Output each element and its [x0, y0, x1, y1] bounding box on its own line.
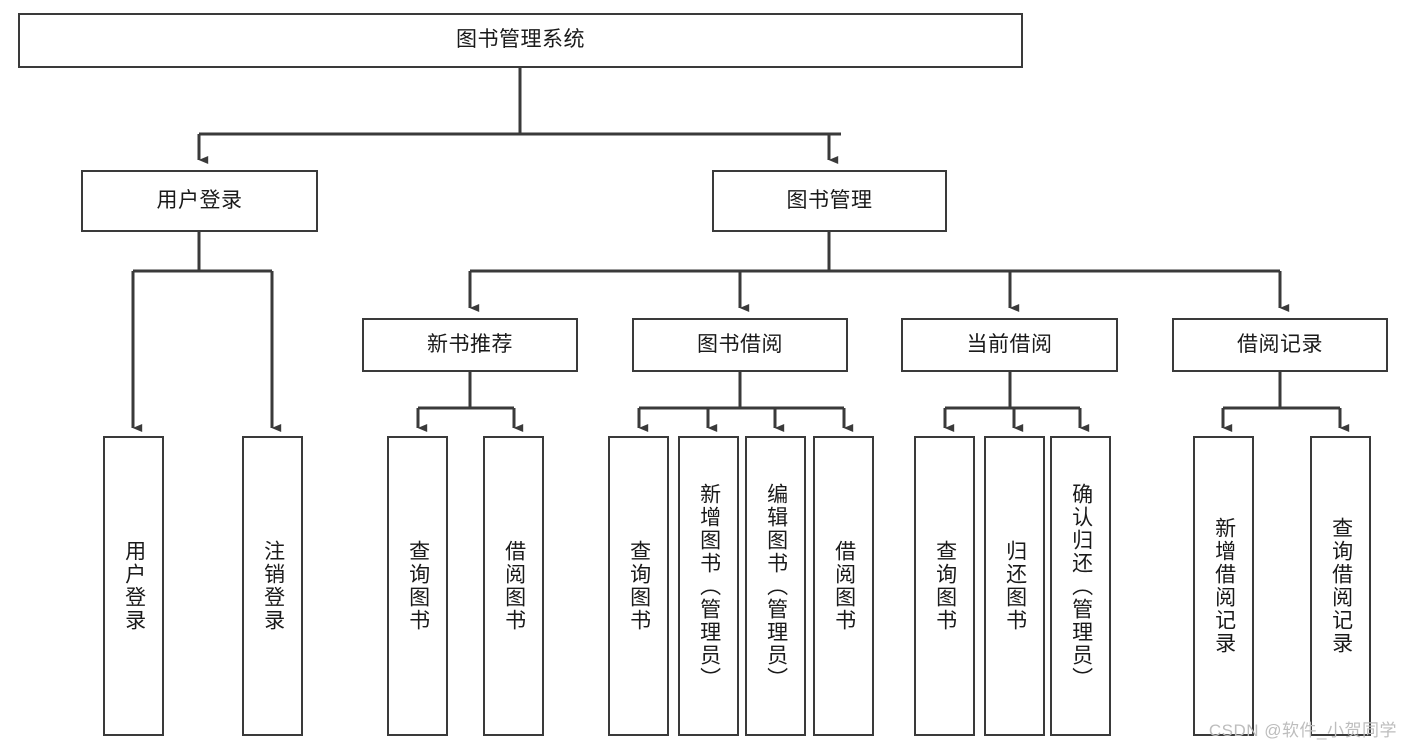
leaf-query-borrow-record-label: 查询借阅记录 [1329, 517, 1353, 655]
leaf-borrow-book-label: 借阅图书 [832, 540, 856, 632]
leaf-query-book-recommend[interactable]: 查询图书 [387, 436, 448, 736]
node-current-borrow-label: 当前借阅 [966, 332, 1053, 356]
leaf-query-book-current[interactable]: 查询图书 [914, 436, 975, 736]
leaf-logout-label: 注销登录 [261, 540, 285, 632]
leaf-user-login[interactable]: 用户登录 [103, 436, 164, 736]
node-root[interactable]: 图书管理系统 [18, 13, 1023, 68]
leaf-query-book-recommend-label: 查询图书 [406, 540, 430, 632]
leaf-return-book-label: 归还图书 [1003, 540, 1027, 632]
node-borrow-record-label: 借阅记录 [1237, 332, 1323, 356]
leaf-confirm-return-admin[interactable]: 确认归还（管理员） [1050, 436, 1111, 736]
leaf-borrow-book-recommend-label: 借阅图书 [502, 540, 526, 632]
leaf-confirm-return-admin-label: 确认归还（管理员） [1069, 482, 1093, 690]
node-borrow-record[interactable]: 借阅记录 [1172, 318, 1388, 372]
node-user-login[interactable]: 用户登录 [81, 170, 318, 232]
node-book-management[interactable]: 图书管理 [712, 170, 947, 232]
leaf-edit-book-admin[interactable]: 编辑图书（管理员） [745, 436, 806, 736]
leaf-logout[interactable]: 注销登录 [242, 436, 303, 736]
node-book-borrow[interactable]: 图书借阅 [632, 318, 848, 372]
node-new-book-recommend-label: 新书推荐 [427, 332, 513, 356]
node-root-label: 图书管理系统 [456, 28, 585, 52]
leaf-add-book-admin[interactable]: 新增图书（管理员） [678, 436, 739, 736]
leaf-add-borrow-record[interactable]: 新增借阅记录 [1193, 436, 1254, 736]
leaf-edit-book-admin-label: 编辑图书（管理员） [764, 482, 788, 690]
leaf-query-borrow-record[interactable]: 查询借阅记录 [1310, 436, 1371, 736]
leaf-add-book-admin-label: 新增图书（管理员） [697, 482, 721, 690]
leaf-query-book-current-label: 查询图书 [933, 540, 957, 632]
leaf-query-book-borrow[interactable]: 查询图书 [608, 436, 669, 736]
leaf-borrow-book[interactable]: 借阅图书 [813, 436, 874, 736]
node-book-management-label: 图书管理 [786, 188, 873, 212]
node-current-borrow[interactable]: 当前借阅 [901, 318, 1118, 372]
node-book-borrow-label: 图书借阅 [697, 332, 783, 356]
leaf-return-book[interactable]: 归还图书 [984, 436, 1045, 736]
leaf-add-borrow-record-label: 新增借阅记录 [1212, 517, 1236, 655]
node-user-login-label: 用户登录 [156, 188, 243, 212]
leaf-query-book-borrow-label: 查询图书 [627, 540, 651, 632]
leaf-user-login-label: 用户登录 [122, 540, 146, 632]
leaf-borrow-book-recommend[interactable]: 借阅图书 [483, 436, 544, 736]
node-new-book-recommend[interactable]: 新书推荐 [362, 318, 578, 372]
